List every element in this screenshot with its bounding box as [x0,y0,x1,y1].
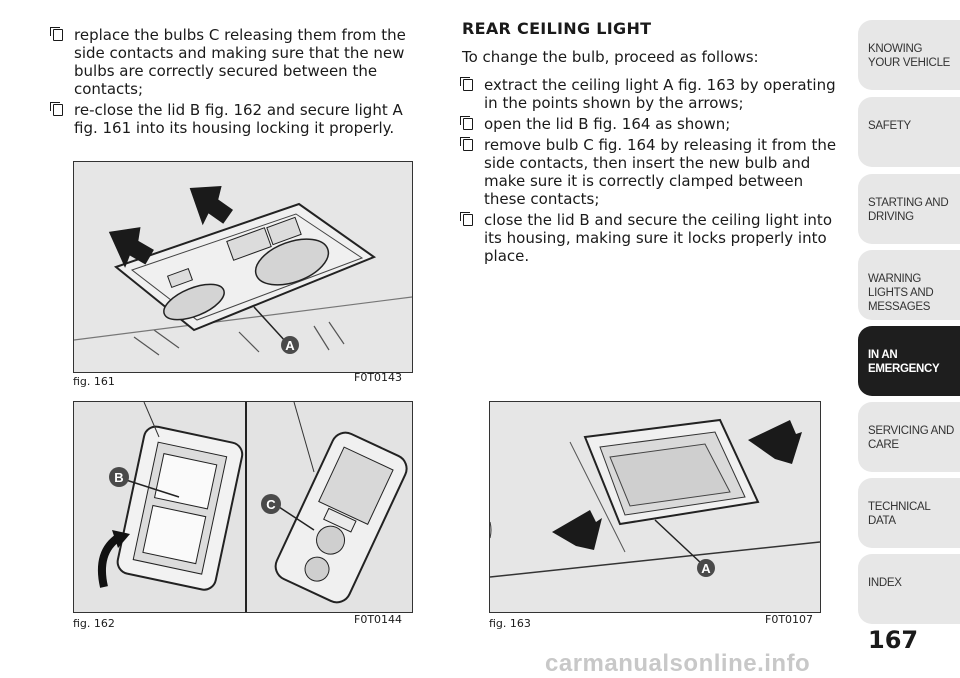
checkbox-bullet-icon [460,212,473,226]
checkbox-bullet-icon [460,137,473,151]
list-item: open the lid B fig. 164 as shown; [460,115,837,133]
list-item: close the lid B and secure the ceiling l… [460,211,837,265]
callout-label-b: B [114,470,123,485]
figure-caption: fig. 162 [73,617,115,630]
list-item: extract the ceiling light A fig. 163 by … [460,76,837,112]
list-item: replace the bulbs C releasing them from … [50,26,422,98]
checkbox-bullet-icon [50,27,63,41]
tab-knowing-your-vehicle[interactable]: KNOWING YOUR VEHICLE [858,20,960,90]
list-item: re-close the lid B fig. 162 and secure l… [50,101,422,137]
callout-label-c: C [266,497,276,512]
left-instruction-list: replace the bulbs C releasing them from … [50,26,422,140]
list-item: remove bulb C fig. 164 by releasing it f… [460,136,837,208]
page-number: 167 [868,626,919,654]
tab-safety[interactable]: SAFETY [858,97,960,167]
checkbox-bullet-icon [460,77,473,91]
right-instruction-list: extract the ceiling light A fig. 163 by … [460,76,837,268]
figure-caption: fig. 161 [73,375,115,388]
tab-index[interactable]: INDEX [858,554,960,624]
figure-162-illustration: B C [73,401,413,613]
callout-label-a: A [701,561,711,576]
figure-code: F0T0144 [354,613,403,626]
figure-code: F0T0107 [765,613,814,626]
figure-163-illustration: A [489,401,821,613]
figure-161-illustration: A [73,161,413,373]
figure-caption: fig. 163 [489,617,531,630]
figure-code: F0T0143 [354,371,403,384]
section-heading: REAR CEILING LIGHT [462,19,652,38]
checkbox-bullet-icon [460,116,473,130]
section-intro: To change the bulb, proceed as follows: [462,48,759,66]
tab-in-an-emergency[interactable]: IN AN EMERGENCY [858,326,960,396]
checkbox-bullet-icon [50,102,63,116]
watermark: carmanualsonline.info [545,650,811,677]
tab-starting-and-driving[interactable]: STARTING AND DRIVING [858,174,960,244]
callout-label-a: A [285,338,295,353]
tab-servicing-and-care[interactable]: SERVICING AND CARE [858,402,960,472]
tab-warning-lights[interactable]: WARNING LIGHTS AND MESSAGES [858,250,960,320]
tab-technical-data[interactable]: TECHNICAL DATA [858,478,960,548]
